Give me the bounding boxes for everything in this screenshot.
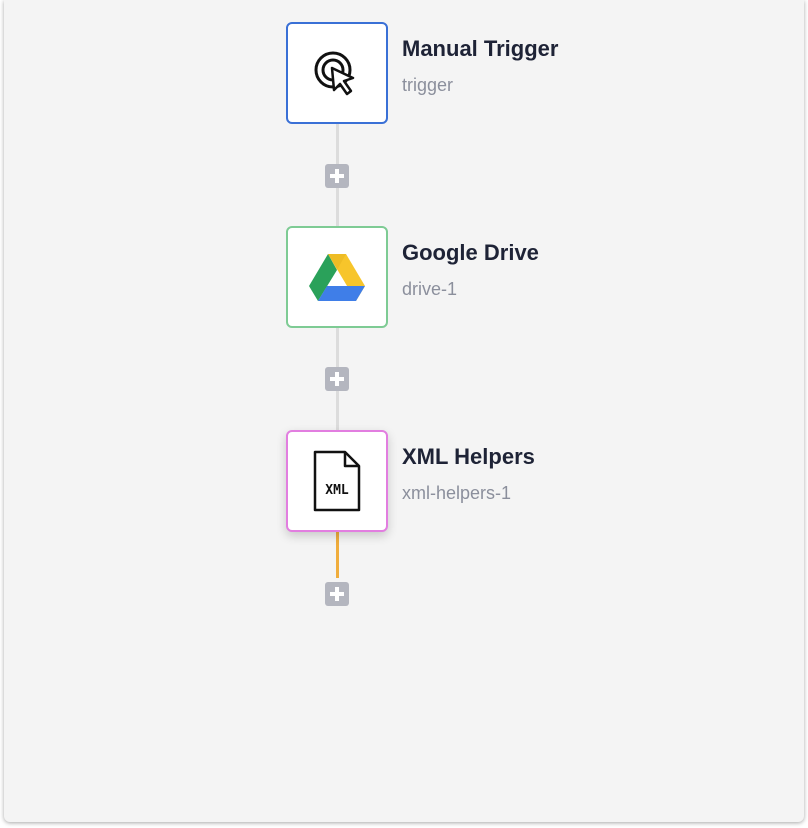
step-subtitle: xml-helpers-1 [402, 483, 512, 503]
add-step-button[interactable] [325, 164, 349, 188]
xml-file-icon: XML [313, 450, 361, 512]
active-connector-line [336, 532, 339, 578]
workflow-canvas: Manual Trigger trigger Google Drive driv… [4, 0, 804, 822]
step-node-google-drive[interactable] [286, 226, 388, 328]
xml-icon-label: XML [325, 483, 349, 498]
step-title: Manual Trigger [402, 36, 559, 61]
step-subtitle: drive-1 [402, 279, 458, 299]
step-node-manual-trigger[interactable] [286, 22, 388, 124]
add-step-button[interactable] [325, 367, 349, 391]
add-step-button[interactable] [325, 582, 349, 606]
step-title: XML Helpers [402, 444, 535, 469]
step-subtitle: trigger [402, 75, 454, 95]
step-node-xml-helpers[interactable]: XML [286, 430, 388, 532]
google-drive-icon [309, 254, 365, 301]
cursor-click-icon [314, 51, 355, 96]
step-title: Google Drive [402, 240, 539, 265]
